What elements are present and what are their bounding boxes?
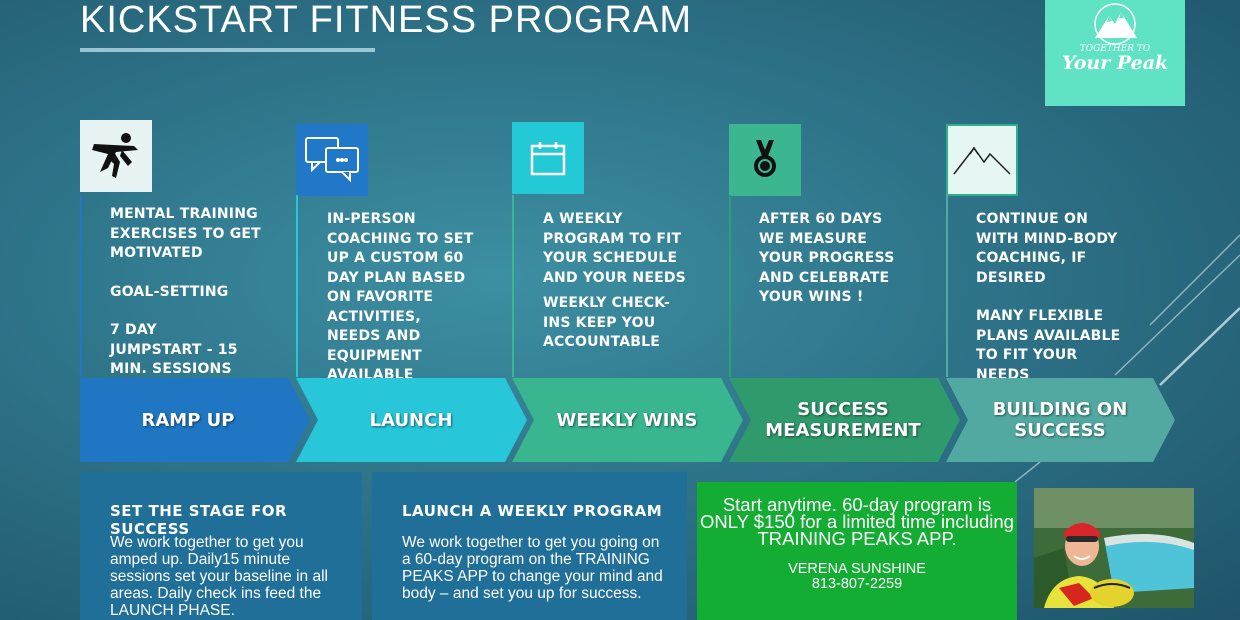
stage-icon-success-measurement (729, 124, 801, 196)
stage-paragraph: WEEKLY CHECK-INS KEEP YOU ACCOUNTABLE (543, 295, 671, 350)
offer-text: Start anytime. 60-day program is ONLY $1… (700, 494, 1014, 549)
chevron-launch (296, 378, 527, 462)
mountain-icon (953, 146, 1011, 175)
stage-paragraph: MENTAL TRAINING EXERCISES TO GET MOTIVAT… (110, 206, 261, 261)
calendar-icon (530, 142, 566, 176)
info-box-heading: SET THE STAGE FOR SUCCESS (110, 502, 288, 538)
logo-name: Your Peak (1061, 52, 1169, 74)
stage-paragraph: IN-PERSON COACHING TO SET UP A CUSTOM 60… (327, 211, 474, 383)
chevron-label-launch: LAUNCH (369, 409, 453, 431)
info-box-heading: LAUNCH A WEEKLY PROGRAM (402, 502, 663, 520)
chevron-label-building: BUILDING ON SUCCESS (992, 399, 1128, 441)
stage-divider (80, 195, 82, 377)
stage-icon-weekly-wins (512, 122, 584, 194)
coach-name: VERENA SUNSHINE (788, 561, 926, 577)
stage-text-ramp-up: MENTAL TRAINING EXERCISES TO GET MOTIVAT… (110, 205, 290, 399)
coach-photo (1034, 488, 1194, 608)
logo-tagline: TOGETHER TO (1079, 44, 1151, 54)
stage-text-success: AFTER 60 DAYS WE MEASURE YOUR PROGRESS A… (759, 210, 909, 327)
stage-text-launch: IN-PERSON COACHING TO SET UP A CUSTOM 60… (327, 210, 477, 405)
chevron-label-ramp-up: RAMP UP (141, 409, 235, 431)
info-box-stage: SET THE STAGE FOR SUCCESS We work togeth… (80, 472, 362, 620)
logo: TOGETHER TO Your Peak (1045, 0, 1185, 106)
chat-bubbles-icon (305, 137, 359, 183)
stage-text-weekly-wins: A WEEKLY PROGRAM TO FIT YOUR SCHEDULE AN… (543, 210, 693, 372)
info-box-launch: LAUNCH A WEEKLY PROGRAM We work together… (372, 472, 687, 620)
chevron-weekly-wins (512, 378, 743, 462)
superhero-icon (92, 133, 138, 178)
info-box-body: We work together to get you amped up. Da… (110, 534, 328, 619)
stage-divider (296, 195, 298, 377)
stage-icon-building (946, 124, 1018, 196)
coach-contact: VERENA SUNSHINE 813-807-2259 (697, 562, 1017, 592)
page-title: KICKSTART FITNESS PROGRAM (80, 0, 692, 41)
medal-icon (754, 140, 776, 177)
chevron-label-success: SUCCESS MEASUREMENT (765, 399, 921, 441)
coach-phone: 813-807-2259 (811, 576, 903, 592)
stage-paragraph: 7 DAY JUMPSTART - 15 MIN. SESSIONS (110, 322, 238, 377)
stage-paragraph: AFTER 60 DAYS WE MEASURE YOUR PROGRESS A… (759, 211, 895, 305)
stage-paragraph: GOAL-SETTING (110, 283, 229, 300)
mountain-logo-icon (1094, 3, 1137, 45)
chevron-ramp-up (80, 378, 310, 462)
stage-divider (729, 195, 731, 377)
offer-box: Start anytime. 60-day program is ONLY $1… (697, 482, 1017, 620)
chevron-label-weekly-wins: WEEKLY WINS (556, 409, 698, 431)
stage-icon-ramp-up (80, 120, 152, 192)
stage-paragraph: MANY FLEXIBLE PLANS AVAILABLE TO FIT YOU… (976, 308, 1121, 383)
title-underline (80, 48, 375, 52)
info-box-body: We work together to get you going on a 6… (402, 534, 663, 602)
stage-paragraph: A WEEKLY PROGRAM TO FIT YOUR SCHEDULE AN… (543, 211, 686, 286)
chevron-success (729, 378, 960, 462)
stage-divider (512, 195, 514, 377)
stage-text-building: CONTINUE ON WITH MIND-BODY COACHING, IF … (976, 210, 1126, 404)
coach-photo-icon (1034, 488, 1194, 608)
stage-paragraph: CONTINUE ON WITH MIND-BODY COACHING, IF … (976, 211, 1118, 286)
stage-divider (946, 195, 948, 377)
stage-icon-launch (296, 124, 368, 196)
chevron-building (946, 378, 1175, 462)
